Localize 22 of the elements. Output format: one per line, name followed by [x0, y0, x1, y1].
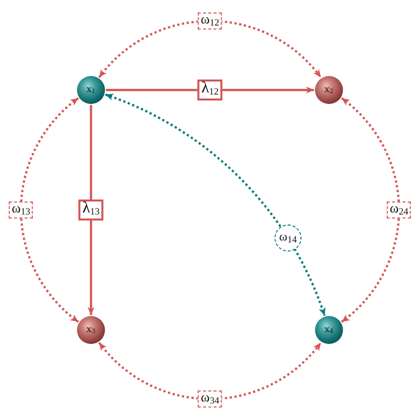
arrow — [88, 105, 94, 315]
node-label: x$_{4}$ — [324, 326, 334, 334]
node-label: x$_{2}$ — [324, 86, 334, 94]
edge-label: λ$_{13}$ — [78, 200, 104, 220]
dotted-arrow — [20, 97, 80, 323]
edge-label: ω$_{34}$ — [198, 390, 222, 408]
edge-label: ω$_{13}$ — [8, 202, 34, 218]
node-label: x$_{1}$ — [86, 86, 96, 94]
edge-label: ω$_{24}$ — [386, 202, 412, 218]
dotted-arrow — [98, 342, 322, 400]
sphere — [77, 316, 105, 344]
dotted-arrow — [340, 97, 400, 323]
edge-label: ω$_{14}$ — [274, 224, 302, 252]
dotted-arrow — [98, 20, 322, 78]
arrow — [106, 86, 314, 94]
sphere — [315, 316, 343, 344]
dotted-arrow — [104, 93, 326, 316]
sphere — [315, 76, 343, 104]
edge-label: ω$_{12}$ — [198, 12, 222, 30]
edge-label: λ$_{12}$ — [197, 80, 223, 100]
node-label: x$_{3}$ — [86, 326, 96, 334]
sphere — [77, 76, 105, 104]
